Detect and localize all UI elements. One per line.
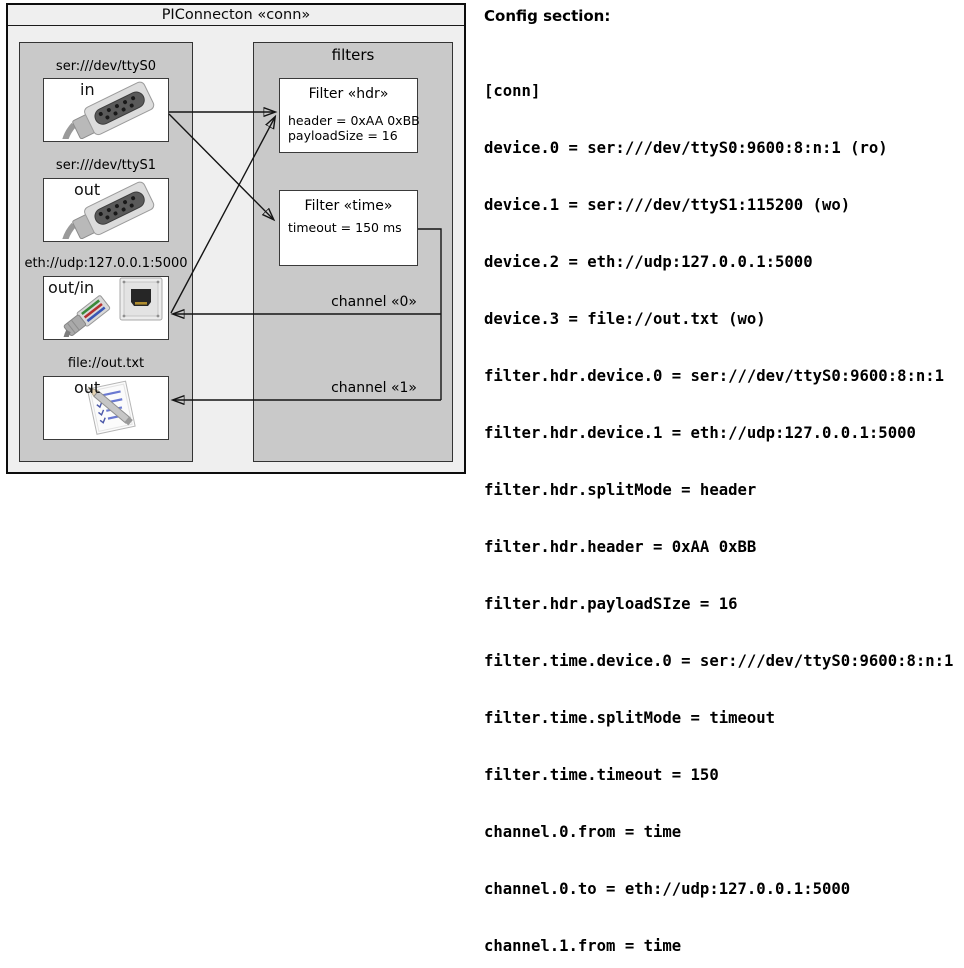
device-label-ttys0: in bbox=[80, 80, 95, 99]
device-uri-file: file://out.txt bbox=[67, 356, 145, 371]
filter-hdr-title: Filter «hdr» bbox=[308, 86, 389, 102]
filter-hdr-prop-payloadsize: payloadSize = 16 bbox=[288, 128, 398, 143]
config-line: device.2 = eth://udp:127.0.0.1:5000 bbox=[484, 253, 813, 271]
config-line: filter.time.timeout = 150 bbox=[484, 766, 719, 784]
device-uri-ttys1: ser:///dev/ttyS1 bbox=[55, 158, 157, 173]
diagram-title: PIConnecton «conn» bbox=[161, 7, 311, 23]
filter-hdr-prop-header: header = 0xAA 0xBB bbox=[288, 113, 420, 128]
config-line: device.3 = file://out.txt (wo) bbox=[484, 310, 766, 328]
serial-db9-icon bbox=[60, 81, 155, 139]
device-box-ttys1: out bbox=[43, 178, 169, 242]
device-label-ttys1: out bbox=[74, 180, 101, 199]
filter-box-hdr: Filter «hdr» header = 0xAA 0xBB payloadS… bbox=[279, 78, 420, 153]
filter-time-title: Filter «time» bbox=[304, 198, 393, 214]
channel-0-label: channel «0» bbox=[331, 294, 417, 310]
config-line: device.0 = ser:///dev/ttyS0:9600:8:n:1 (… bbox=[484, 139, 888, 157]
device-label-file: out bbox=[74, 378, 101, 397]
config-line: filter.hdr.device.1 = eth://udp:127.0.0.… bbox=[484, 424, 916, 442]
config-line: channel.0.from = time bbox=[484, 823, 682, 841]
title-separator bbox=[8, 25, 464, 27]
config-line: filter.time.splitMode = timeout bbox=[484, 709, 776, 727]
channel-1-label: channel «1» bbox=[331, 380, 417, 396]
config-line: channel.1.from = time bbox=[484, 937, 682, 955]
device-box-ttys0: in bbox=[43, 78, 169, 142]
filter-time-prop-timeout: timeout = 150 ms bbox=[288, 220, 402, 235]
config-line: filter.hdr.payloadSIze = 16 bbox=[484, 595, 738, 613]
serial-db9-icon bbox=[60, 181, 155, 239]
ethernet-rj45-icon bbox=[62, 277, 163, 337]
device-uri-eth: eth://udp:127.0.0.1:5000 bbox=[24, 256, 188, 271]
config-line: filter.hdr.device.0 = ser:///dev/ttyS0:9… bbox=[484, 367, 945, 385]
config-line: [conn] bbox=[484, 82, 541, 100]
device-box-file: out bbox=[43, 376, 169, 440]
notepad-pencil-icon bbox=[86, 380, 136, 435]
config-line: filter.time.device.0 = ser:///dev/ttyS0:… bbox=[484, 652, 954, 670]
config-line: device.1 = ser:///dev/ttyS1:115200 (wo) bbox=[484, 196, 851, 214]
device-uri-ttys0: ser:///dev/ttyS0 bbox=[55, 59, 157, 74]
filter-box-time: Filter «time» timeout = 150 ms bbox=[279, 190, 418, 266]
filters-panel-title: filters bbox=[331, 46, 375, 64]
config-line: channel.0.to = eth://udp:127.0.0.1:5000 bbox=[484, 880, 851, 898]
device-label-eth: out/in bbox=[48, 278, 95, 297]
config-text-block: [conn] device.0 = ser:///dev/ttyS0:9600:… bbox=[484, 44, 953, 968]
config-section-heading: Config section: bbox=[484, 7, 611, 25]
device-box-eth: out/in bbox=[43, 276, 169, 340]
config-line: filter.hdr.header = 0xAA 0xBB bbox=[484, 538, 757, 556]
screenshot-root: PIConnecton «conn» filters ser:///dev/tt… bbox=[6, 3, 953, 955]
